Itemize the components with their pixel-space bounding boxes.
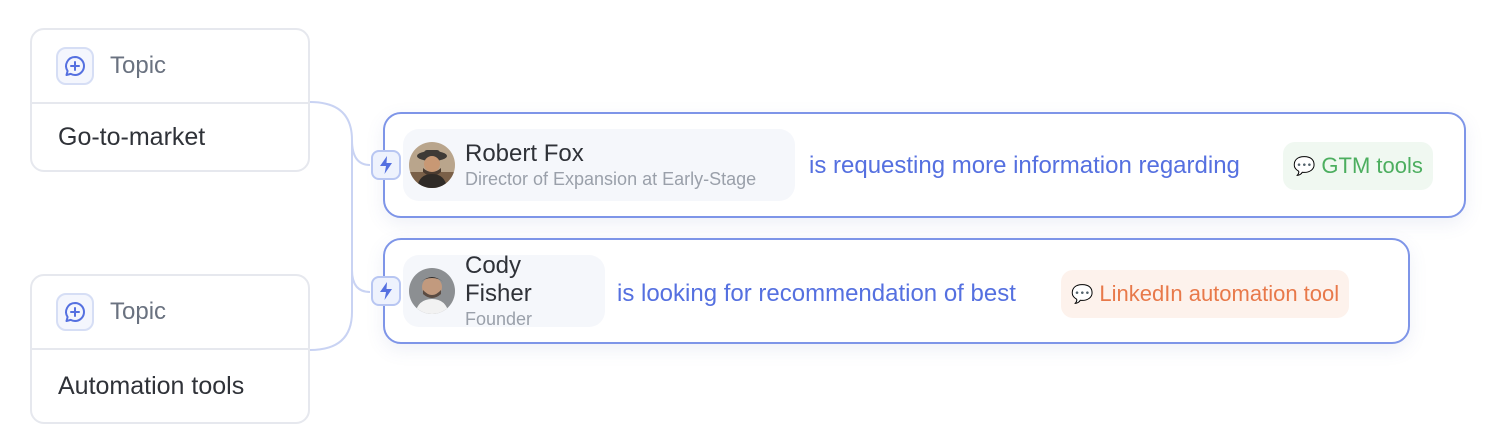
avatar bbox=[409, 142, 455, 188]
topic-card-automation-tools[interactable]: Topic Automation tools bbox=[30, 274, 310, 424]
request-card-robert-fox[interactable]: Robert Fox Director of Expansion at Earl… bbox=[371, 112, 1466, 218]
lightning-bolt-icon bbox=[371, 276, 401, 306]
speech-bubble-icon: 💬 bbox=[1293, 155, 1316, 176]
topic-name: Go-to-market bbox=[58, 122, 206, 151]
person-name: Robert Fox bbox=[465, 140, 584, 167]
request-phrase: is looking for recommendation of best bbox=[617, 280, 1016, 307]
topic-card-go-to-market[interactable]: Topic Go-to-market bbox=[30, 28, 310, 172]
topic-tag[interactable]: 💬 GTM tools bbox=[1283, 142, 1433, 190]
topic-tag[interactable]: 💬 LinkedIn automation tool bbox=[1061, 270, 1350, 318]
chat-plus-icon bbox=[56, 293, 94, 331]
person-role: Director of Expansion at Early-Stage bbox=[465, 169, 757, 189]
request-phrase: is requesting more information regarding bbox=[809, 152, 1240, 179]
tag-label: LinkedIn automation tool bbox=[1099, 281, 1340, 306]
request-card-cody-fisher[interactable]: Cody Fisher Founder is looking for recom… bbox=[371, 238, 1410, 344]
person-name: Cody Fisher bbox=[465, 252, 532, 307]
topic-card-header: Topic bbox=[32, 30, 308, 104]
topic-name: Automation tools bbox=[58, 371, 245, 400]
tag-label: GTM tools bbox=[1321, 153, 1423, 178]
chat-plus-icon bbox=[56, 47, 94, 85]
lightning-bolt-icon bbox=[371, 150, 401, 180]
speech-bubble-icon: 💬 bbox=[1071, 283, 1094, 304]
avatar bbox=[409, 268, 455, 314]
person-chip[interactable]: Robert Fox Director of Expansion at Earl… bbox=[403, 129, 795, 201]
topic-card-header: Topic bbox=[32, 276, 308, 350]
topic-label: Topic bbox=[110, 52, 167, 79]
person-role: Founder bbox=[465, 309, 533, 329]
topic-label: Topic bbox=[110, 298, 167, 325]
person-chip[interactable]: Cody Fisher Founder bbox=[403, 252, 605, 329]
